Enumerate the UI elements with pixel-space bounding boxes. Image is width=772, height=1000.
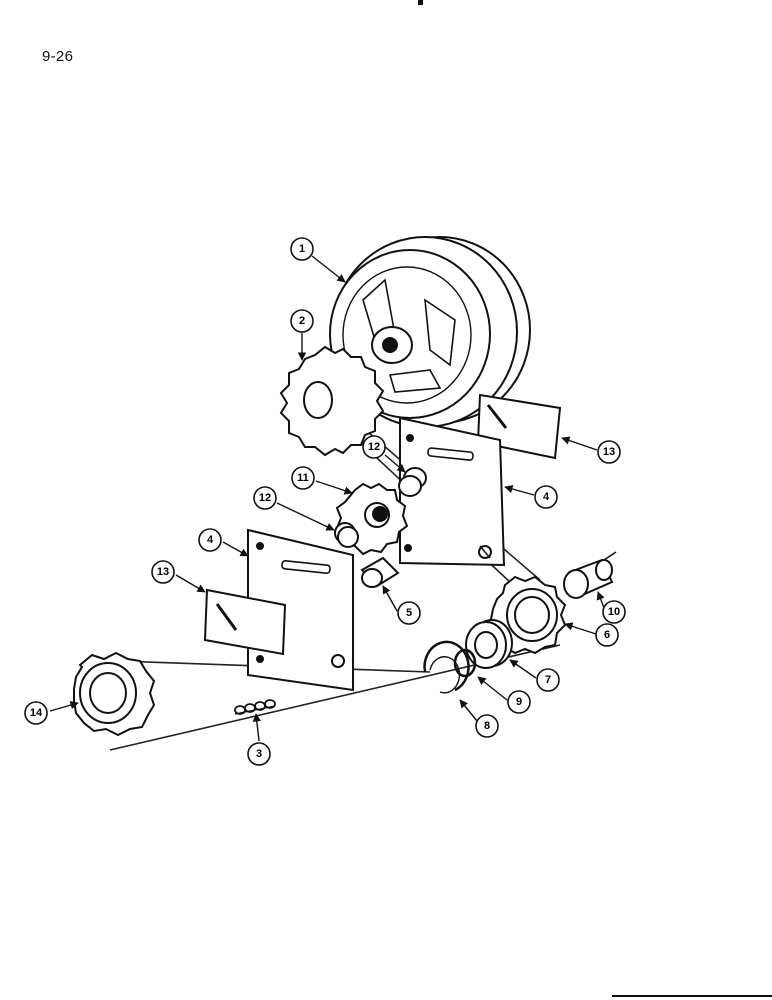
svg-text:11: 11: [297, 472, 309, 484]
svg-text:14: 14: [30, 707, 43, 719]
retaining-ring-part-8: [423, 640, 470, 694]
svg-text:13: 13: [603, 446, 615, 458]
sprocket-part-14: [73, 651, 156, 737]
callout-9: 9: [507, 690, 531, 714]
callout-11: 11: [291, 466, 315, 490]
callout-5: 5: [397, 601, 421, 625]
callout-13-upper: 13: [597, 440, 621, 464]
bearing-part-7: [465, 619, 513, 669]
callout-3: 3: [247, 742, 271, 766]
callout-6: 6: [595, 623, 619, 647]
svg-text:12: 12: [368, 441, 380, 453]
svg-text:13: 13: [157, 566, 169, 578]
svg-text:3: 3: [256, 748, 262, 760]
callout-8: 8: [475, 714, 499, 738]
svg-text:4: 4: [543, 491, 550, 503]
svg-text:7: 7: [545, 674, 551, 686]
callout-1: 1: [290, 237, 314, 261]
hub-part-10: [563, 551, 617, 599]
callout-7: 7: [536, 668, 560, 692]
svg-text:8: 8: [484, 720, 490, 732]
spacer-part-12-lower: [334, 522, 359, 548]
connecting-link-part-3: [234, 699, 276, 715]
spacer-part-12-upper: [398, 467, 427, 497]
scan-mark: [418, 0, 423, 5]
svg-text:12: 12: [259, 492, 271, 504]
svg-text:5: 5: [406, 607, 412, 619]
svg-text:10: 10: [608, 606, 620, 618]
callout-4-upper: 4: [534, 485, 558, 509]
svg-text:1: 1: [299, 243, 305, 255]
callout-12-upper: 12: [362, 435, 386, 459]
bracket-part-4-upper: [399, 416, 506, 567]
page-number: 9-26: [42, 48, 74, 65]
callout-13-lower: 13: [151, 560, 175, 584]
roller-part-5: [360, 556, 400, 588]
callout-12-lower: 12: [253, 486, 277, 510]
svg-text:2: 2: [299, 315, 305, 327]
sprocket-part-2: [279, 345, 385, 457]
callout-2: 2: [290, 309, 314, 333]
callout-14: 14: [24, 701, 48, 725]
callout-4-lower: 4: [198, 528, 222, 552]
plate-part-13-lower: [203, 588, 287, 656]
svg-text:6: 6: [604, 629, 610, 641]
svg-text:9: 9: [516, 696, 522, 708]
svg-text:4: 4: [207, 534, 214, 546]
callout-10: 10: [602, 600, 626, 624]
leader-lines: [49, 255, 605, 742]
